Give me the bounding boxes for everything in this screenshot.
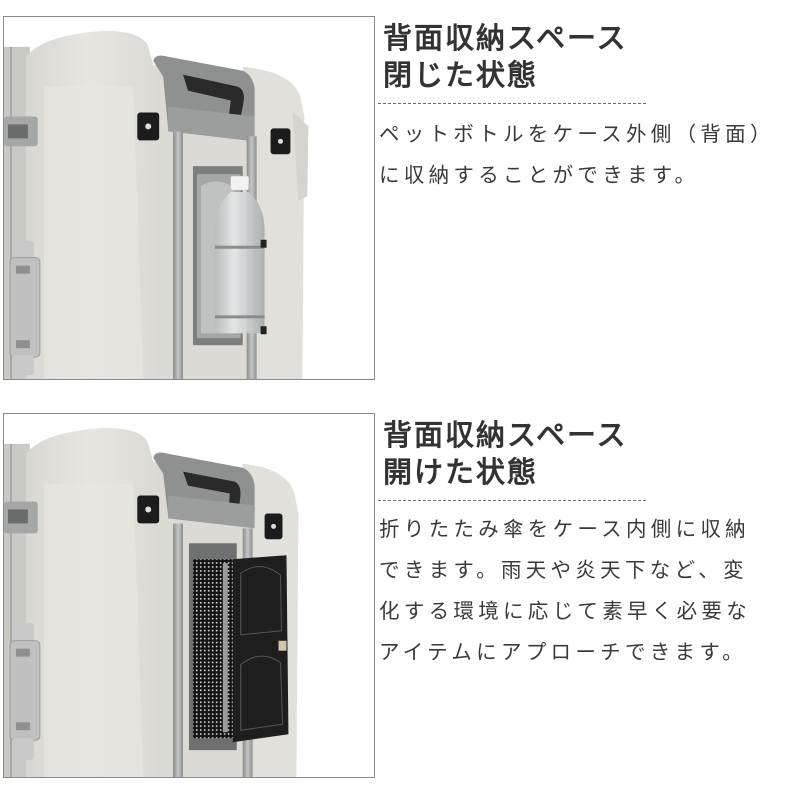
description-line: できます。雨天や炎天下など、変 (379, 558, 748, 582)
section-description-closed: ペットボトルをケース外側（背面） に収納することができます。 (379, 114, 800, 196)
dashed-divider (378, 103, 646, 104)
suitcase-bottle-illustration (4, 30, 309, 379)
description-line: アイテムにアプローチできます。 (379, 640, 747, 664)
description-line: に収納することができます。 (379, 163, 700, 187)
description-line: 折りたたみ傘をケース内側に収納 (379, 517, 750, 541)
section-closed-state: 背面収納スペース 閉じた状態 ペットボトルをケース外側（背面） に収納することが… (0, 0, 800, 380)
dashed-divider (378, 500, 646, 501)
section-description-open: 折りたたみ傘をケース内側に収納 できます。雨天や炎天下など、変 化する環境に応じ… (379, 509, 800, 673)
description-line: ペットボトルをケース外側（背面） (379, 122, 775, 146)
title-line-2: 閉じた状態 (383, 58, 539, 92)
section-title-closed: 背面収納スペース 閉じた状態 (383, 20, 628, 94)
title-line-2: 開けた状態 (383, 455, 539, 489)
section-open-state: 背面収納スペース 開けた状態 折りたたみ傘をケース内側に収納 できます。雨天や炎… (0, 397, 800, 778)
description-line: 化する環境に応じて素早く必要な (379, 599, 751, 623)
suitcase-umbrella-illustration (4, 427, 299, 777)
title-line-1: 背面収納スペース (383, 418, 628, 452)
product-photo-open (3, 413, 375, 778)
title-line-1: 背面収納スペース (383, 21, 628, 55)
product-photo-closed (3, 16, 375, 380)
section-title-open: 背面収納スペース 開けた状態 (383, 417, 628, 491)
